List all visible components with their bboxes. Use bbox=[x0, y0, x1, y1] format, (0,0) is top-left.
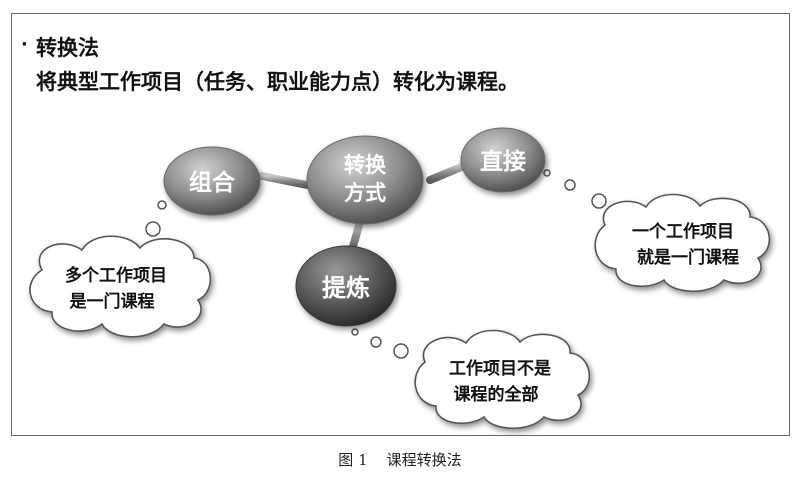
connector-refine bbox=[348, 218, 364, 254]
bubble-trail-combine bbox=[145, 200, 167, 237]
cloud-direct-line1: 一个工作项目 bbox=[632, 221, 734, 242]
connector-direct bbox=[426, 161, 470, 184]
bubble-trail-refine bbox=[351, 328, 409, 359]
heading-subtitle: 将典型工作项目（任务、职业能力点）转化为课程。 bbox=[36, 70, 519, 94]
node-direct bbox=[460, 127, 546, 193]
connectors bbox=[258, 161, 470, 254]
cloud-combine bbox=[29, 235, 212, 338]
connector-combine bbox=[258, 172, 316, 190]
node-refine bbox=[295, 245, 397, 327]
node-direct-label: 直接 bbox=[480, 148, 526, 175]
cloud-direct-line2: 就是一门课程 bbox=[637, 247, 739, 268]
node-center-line1: 转换 bbox=[344, 153, 387, 177]
cloud-refine-line2: 课程的全部 bbox=[454, 384, 539, 405]
heading-title: 转换法 bbox=[36, 36, 99, 60]
cloud-refine-line1: 工作项目不是 bbox=[449, 358, 551, 379]
figure-caption: 图 1 课程转换法 bbox=[338, 451, 462, 469]
cloud-direct bbox=[594, 193, 771, 292]
node-refine-label: 提炼 bbox=[322, 274, 370, 302]
cloud-combine-line1: 多个工作项目 bbox=[65, 265, 167, 286]
cloud-refine bbox=[414, 329, 591, 429]
node-combine-label: 组合 bbox=[189, 169, 236, 196]
bullet-marker: · bbox=[21, 34, 28, 55]
cloud-combine-line2: 是一门课程 bbox=[70, 291, 155, 312]
node-center-line2: 方式 bbox=[344, 181, 386, 205]
node-center bbox=[306, 135, 424, 225]
node-combine bbox=[163, 146, 261, 216]
bubble-trail-direct bbox=[543, 169, 607, 209]
